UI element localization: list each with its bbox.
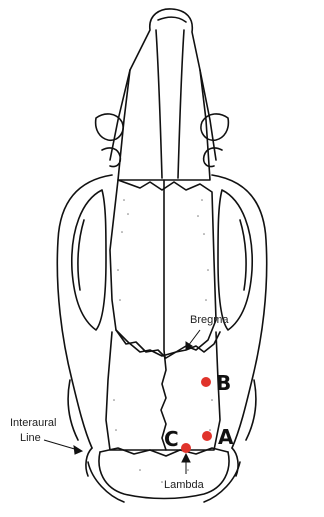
point-a-label: A — [218, 425, 234, 449]
left-zygomatic-arch — [57, 175, 112, 448]
frontal-bone-outline — [110, 180, 216, 356]
snout-inner-left — [156, 30, 162, 178]
point-b-dot — [201, 377, 211, 387]
sagittal-suture — [161, 180, 166, 450]
right-zygomatic-arch — [212, 175, 267, 448]
bregma-label: Bregma — [190, 314, 229, 326]
point-a-dot — [202, 431, 212, 441]
lambda-label: Lambda — [164, 479, 205, 491]
interaural-label-line2: Line — [20, 432, 41, 444]
point-c-dot — [181, 443, 191, 453]
bregma-leader — [188, 330, 200, 346]
interaural-label-line1: Interaural — [10, 417, 56, 429]
point-b-label: B — [216, 371, 231, 395]
occipital-outline — [99, 452, 229, 499]
injection-points — [181, 377, 212, 453]
snout-outline — [118, 9, 210, 180]
snout-inner-right — [178, 30, 184, 178]
snout-tip — [158, 17, 186, 22]
point-c-label: C — [164, 427, 179, 451]
interaural-leader — [44, 440, 78, 450]
